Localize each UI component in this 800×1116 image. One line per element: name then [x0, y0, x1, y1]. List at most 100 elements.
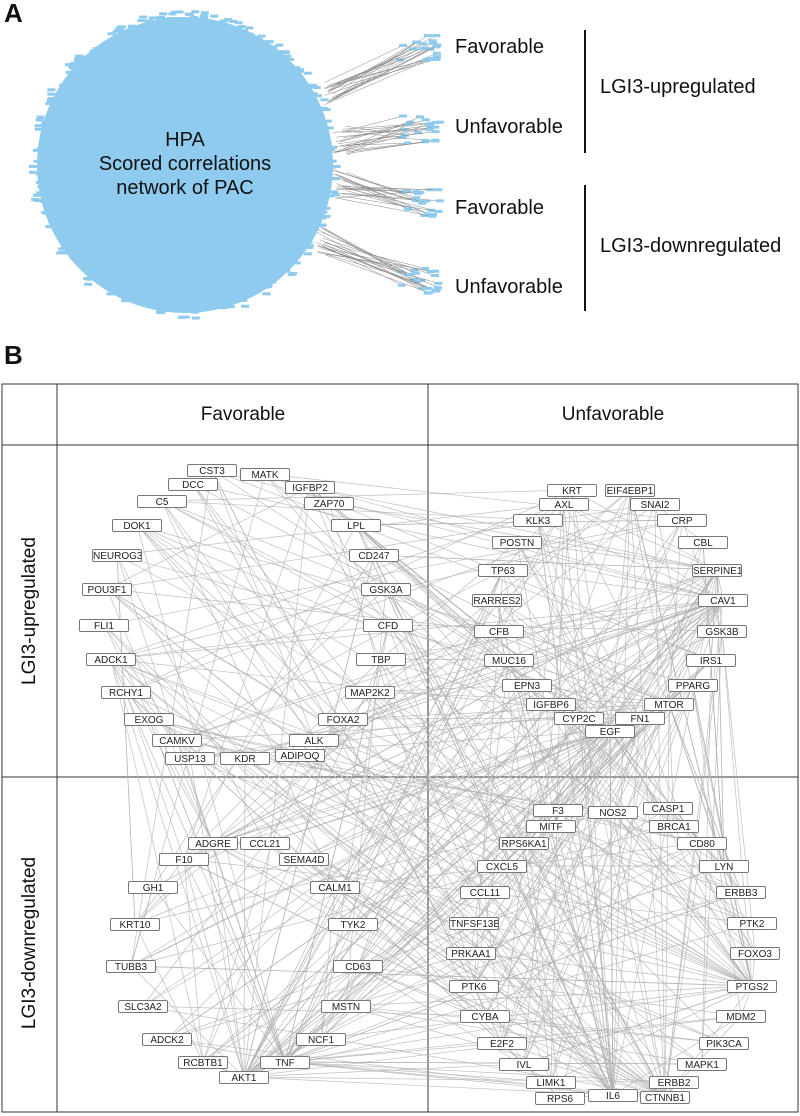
cluster-edge	[332, 48, 431, 100]
gene-node: IRS1	[686, 653, 736, 667]
gene-node: IGFBP2	[285, 480, 335, 494]
network-edge	[161, 500, 539, 521]
gene-node: RARRES2	[472, 593, 522, 607]
cluster-edge	[334, 46, 437, 100]
network-title-line: Scored correlations	[98, 153, 272, 175]
network-node	[256, 40, 265, 44]
network-node	[190, 310, 199, 314]
network-node	[65, 70, 74, 74]
network-node	[322, 214, 331, 218]
network-node	[116, 25, 125, 29]
network-node	[34, 127, 43, 131]
gene-node: PTK2	[727, 916, 777, 930]
network-edge	[103, 624, 525, 1065]
network-edge	[571, 489, 718, 571]
network-node	[332, 165, 341, 169]
network-edge	[664, 630, 723, 1098]
cluster-node	[426, 122, 435, 126]
hpa-network-disc	[37, 17, 333, 313]
network-node	[28, 164, 37, 168]
cluster-node	[430, 274, 439, 278]
network-edge	[161, 500, 611, 732]
network-edge	[345, 985, 753, 1007]
network-edge	[284, 1061, 552, 1083]
network-node	[312, 111, 321, 115]
network-node	[106, 292, 115, 296]
network-edge	[484, 891, 703, 1065]
gene-node: CCL11	[460, 885, 510, 899]
network-edge	[473, 717, 641, 987]
gene-node: EPN3	[502, 678, 552, 692]
network-edge	[473, 599, 724, 987]
network-title: HPA Scored correlations network of PAC	[85, 128, 285, 200]
network-node	[319, 124, 328, 128]
network-node	[287, 273, 296, 277]
network-node	[32, 193, 41, 197]
network-edge	[654, 503, 666, 1098]
network-edge	[571, 489, 611, 732]
gene-node: TUBB3	[106, 959, 156, 973]
cluster-node	[406, 120, 415, 124]
gene-node: CCL21	[240, 836, 290, 850]
cluster-node	[423, 291, 432, 295]
cluster-node	[411, 199, 420, 203]
gene-node: GSK3A	[361, 582, 411, 596]
network-node	[328, 159, 337, 163]
network-edge	[110, 599, 724, 660]
network-node	[120, 299, 129, 303]
network-edge	[192, 483, 675, 1083]
network-edge	[183, 569, 718, 860]
network-node	[37, 163, 46, 167]
network-edge	[202, 754, 301, 1063]
gene-node: E2F2	[477, 1036, 527, 1050]
network-edge	[125, 691, 503, 867]
network-node	[237, 25, 246, 29]
cluster-node	[429, 41, 438, 45]
network-node	[302, 236, 311, 240]
network-node	[191, 10, 200, 14]
gene-node: IVL	[499, 1057, 549, 1071]
cluster-node	[428, 214, 437, 218]
network-node	[322, 206, 331, 210]
network-node	[184, 12, 193, 16]
network-node	[156, 310, 165, 314]
network-edge	[110, 658, 178, 741]
cluster-edge	[345, 125, 406, 136]
network-node	[321, 158, 330, 162]
cluster-edge	[345, 130, 426, 141]
network-node	[304, 245, 313, 249]
network-node	[117, 29, 126, 33]
gene-node: F3	[533, 803, 583, 817]
cluster-node	[422, 58, 431, 62]
network-edge	[523, 503, 656, 844]
cluster-node	[427, 57, 436, 61]
gene-node: PPARG	[668, 678, 718, 692]
gene-node: MDM2	[716, 1009, 766, 1023]
gene-node: GSK3B	[697, 624, 747, 638]
network-node	[312, 85, 321, 89]
network-edge	[212, 842, 614, 1096]
network-edge	[313, 599, 724, 741]
network-node	[200, 11, 209, 15]
network-edge	[609, 730, 614, 1096]
network-node	[227, 28, 236, 32]
network-edge	[125, 489, 573, 693]
network-edge	[563, 503, 724, 601]
network-node	[210, 14, 219, 18]
cluster-node	[422, 199, 431, 203]
gene-node: AXL	[539, 497, 589, 511]
cluster-node	[432, 51, 441, 55]
gene-node: CAV1	[698, 593, 748, 607]
network-node	[58, 83, 67, 87]
network-node	[319, 106, 328, 110]
network-edge	[243, 554, 375, 1078]
network-edge	[629, 489, 666, 1098]
network-node	[58, 251, 67, 255]
cluster-node	[421, 266, 430, 270]
network-edge	[557, 809, 753, 987]
network-node	[319, 210, 328, 214]
network-edge	[501, 717, 641, 1044]
network-node	[65, 243, 74, 247]
network-edge	[176, 569, 504, 741]
network-node	[92, 278, 101, 282]
